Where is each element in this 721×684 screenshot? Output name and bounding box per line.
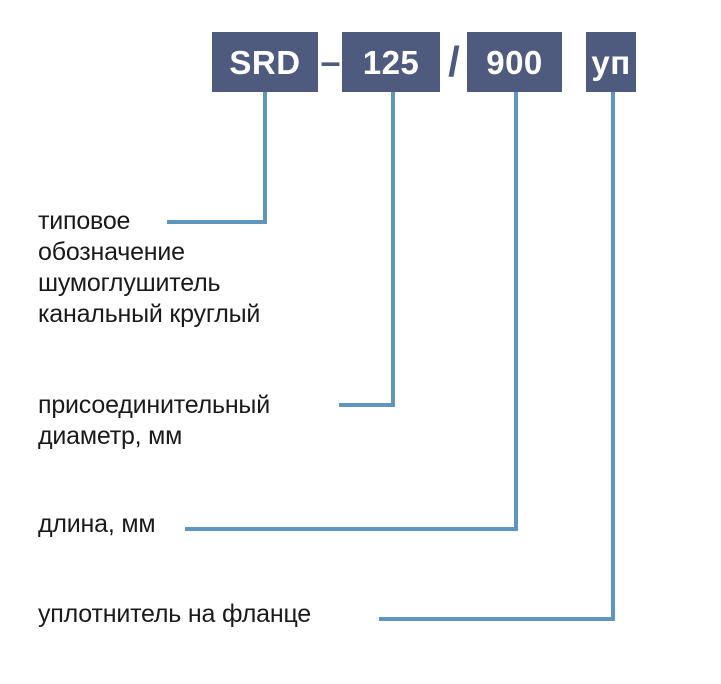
leader-line-diameter-vertical xyxy=(391,92,395,407)
label-type-designation: типовое обозначение шумоглушитель каналь… xyxy=(38,207,261,328)
leader-line-length-horizontal xyxy=(185,527,518,531)
separator-dash: – xyxy=(320,41,341,82)
label-flange-seal: уплотнитель на фланце xyxy=(38,600,311,628)
leader-line-seal-horizontal xyxy=(379,617,615,621)
label-length: длина, мм xyxy=(38,510,156,538)
leader-line-seal-vertical xyxy=(611,92,615,621)
leader-line-type-horizontal xyxy=(167,220,267,224)
code-box-length: 900 xyxy=(467,32,562,92)
label-connection-diameter: присоединительный диаметр, мм xyxy=(38,391,270,450)
leader-line-length-vertical xyxy=(514,92,518,531)
leader-line-type-vertical xyxy=(263,92,267,224)
separator-slash: / xyxy=(448,38,460,85)
leader-line-diameter-horizontal xyxy=(339,403,395,407)
code-box-diameter: 125 xyxy=(342,32,440,92)
code-box-type: SRD xyxy=(212,32,318,92)
code-box-seal: уп xyxy=(586,32,636,92)
